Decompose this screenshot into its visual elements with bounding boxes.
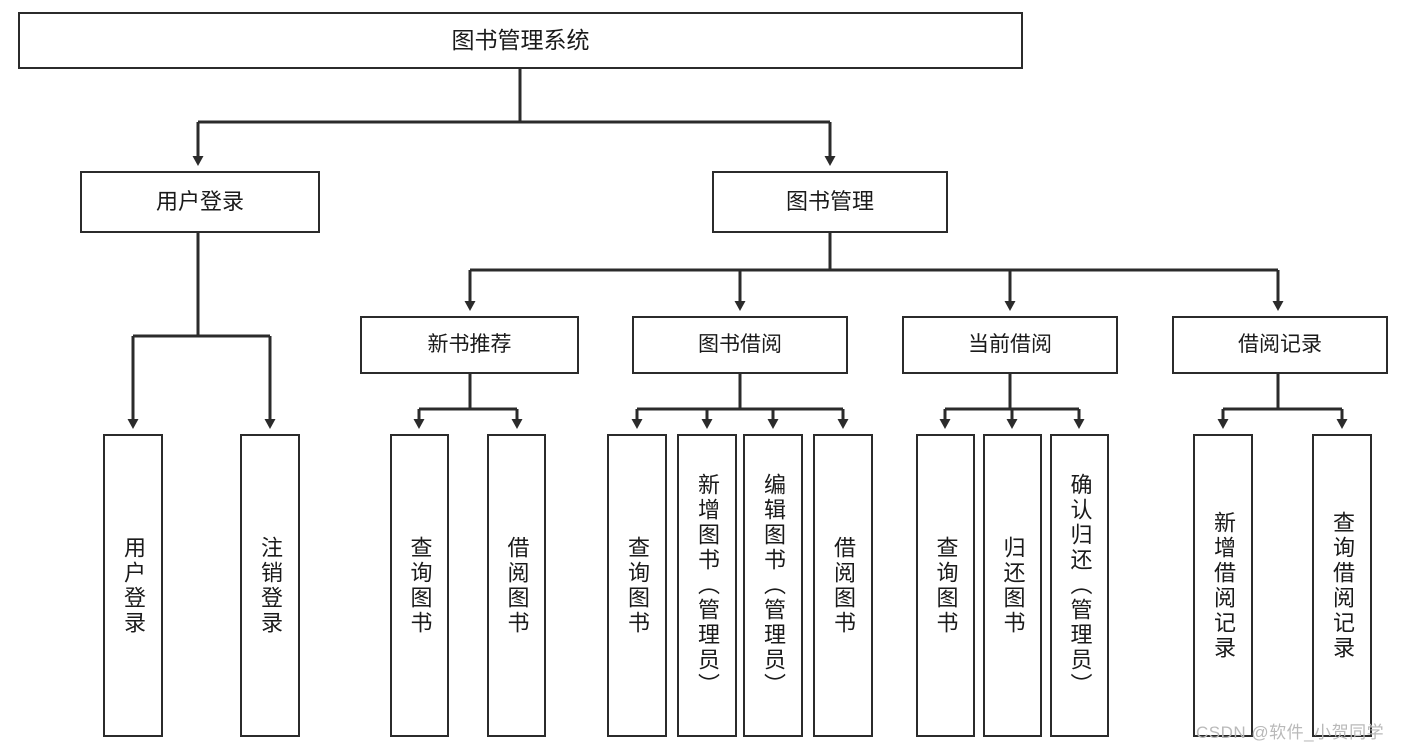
csdn-watermark: CSDN @软件_小贺同学 (1196, 723, 1385, 742)
node-label: 查询图书 (407, 535, 433, 636)
node-borrow-record[interactable]: 借阅记录 (1172, 316, 1388, 374)
node-label: 查询借阅记录 (1330, 510, 1355, 661)
node-label: 确认归还（管理员） (1067, 473, 1093, 698)
leaf-borrow-book-recommend[interactable]: 借阅图书 (487, 434, 546, 737)
node-label: 新增图书（管理员） (695, 473, 720, 698)
leaf-return-book[interactable]: 归还图书 (983, 434, 1042, 737)
node-user-login[interactable]: 用户登录 (80, 171, 320, 233)
node-label: 查询图书 (625, 535, 650, 636)
node-label: 当前借阅 (968, 332, 1052, 356)
node-label: 新增借阅记录 (1211, 510, 1236, 661)
node-label: 图书管理系统 (451, 27, 590, 54)
node-label: 查询图书 (933, 535, 959, 636)
node-label: 新书推荐 (427, 332, 512, 356)
node-label: 注销登录 (258, 535, 283, 636)
leaf-add-borrow-record[interactable]: 新增借阅记录 (1193, 434, 1253, 737)
node-label: 归还图书 (1000, 535, 1026, 636)
node-book-borrow[interactable]: 图书借阅 (632, 316, 848, 374)
node-label: 图书管理 (785, 189, 874, 215)
node-new-book-recommend[interactable]: 新书推荐 (360, 316, 579, 374)
node-label: 图书借阅 (698, 332, 782, 356)
leaf-edit-book-admin[interactable]: 编辑图书（管理员） (743, 434, 803, 737)
leaf-confirm-return-admin[interactable]: 确认归还（管理员） (1050, 434, 1109, 737)
node-label: 借阅图书 (831, 535, 856, 636)
leaf-user-login[interactable]: 用户登录 (103, 434, 163, 737)
node-label: 用户登录 (155, 189, 244, 215)
leaf-query-book-recommend[interactable]: 查询图书 (390, 434, 449, 737)
node-book-management[interactable]: 图书管理 (712, 171, 948, 233)
leaf-borrow-book[interactable]: 借阅图书 (813, 434, 873, 737)
node-root-system[interactable]: 图书管理系统 (18, 12, 1023, 69)
leaf-user-logout[interactable]: 注销登录 (240, 434, 300, 737)
node-label: 编辑图书（管理员） (761, 473, 786, 698)
leaf-query-borrow-record[interactable]: 查询借阅记录 (1312, 434, 1372, 737)
leaf-query-book-current[interactable]: 查询图书 (916, 434, 975, 737)
leaf-add-book-admin[interactable]: 新增图书（管理员） (677, 434, 737, 737)
node-current-borrow[interactable]: 当前借阅 (902, 316, 1118, 374)
leaf-query-book-borrow[interactable]: 查询图书 (607, 434, 667, 737)
node-label: 借阅记录 (1238, 332, 1322, 356)
node-label: 借阅图书 (504, 535, 530, 636)
node-label: 用户登录 (121, 535, 146, 636)
